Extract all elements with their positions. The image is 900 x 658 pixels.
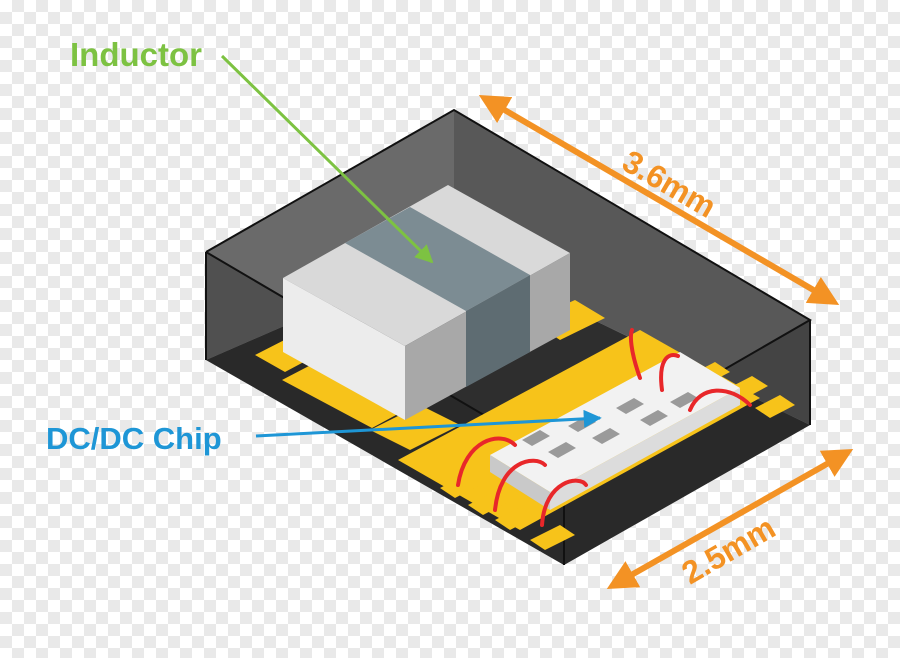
width-dimension-arrow (606, 449, 854, 589)
inductor-label: Inductor (70, 36, 202, 73)
chip-callout-arrow (255, 409, 602, 438)
bond-wires (456, 328, 752, 527)
inductor-callout-arrow (220, 54, 434, 264)
dc-dc-chip-die (490, 352, 740, 510)
length-dimension-arrow (478, 94, 840, 306)
chip-label: DC/DC Chip (46, 421, 222, 456)
